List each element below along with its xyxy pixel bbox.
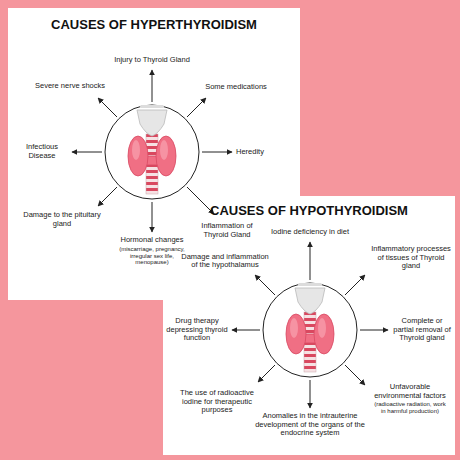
hyper-figure [72, 70, 232, 232]
arrow [152, 202, 153, 232]
arrow [345, 365, 365, 385]
arrow [310, 242, 311, 280]
cause-label: Damage to the pituitary gland [20, 211, 104, 228]
arrow [258, 365, 275, 382]
cause-label: Unfavorable environmental factors [368, 383, 452, 400]
arrow [187, 98, 206, 117]
cause-label: Heredity [236, 148, 291, 157]
arrow [360, 330, 388, 331]
cause-label: Hormonal changes [102, 236, 202, 245]
arrow [232, 330, 260, 331]
cause-label: Drug therapy depressing thyroid function [166, 317, 228, 343]
ring [105, 105, 199, 199]
cause-label: Anomalies in the intrauterine developmen… [250, 412, 370, 438]
arrows [72, 70, 232, 232]
cause-label: Inflammation of Thyroid Gland [196, 222, 258, 239]
panel-heading: CAUSES OF HYPERTHYROIDISM [8, 18, 300, 33]
cause-label: Inflammatory processes of tissues of Thy… [370, 245, 452, 271]
arrow [98, 187, 117, 206]
arrow [345, 275, 365, 295]
panel-heading: CAUSES OF HYPOTHYROIDISM [163, 204, 455, 219]
arrow [310, 380, 311, 408]
arrow [72, 152, 102, 153]
arrow [255, 275, 275, 295]
arrow [152, 70, 153, 102]
cause-label: Severe nerve shocks [22, 82, 118, 91]
arrow [187, 187, 214, 214]
thyroid-picture [128, 105, 176, 194]
cause-label: Infectious Disease [14, 143, 70, 160]
cause-label: (radioactive radiation, work in harmful … [372, 401, 448, 415]
cause-label: Complete or partial removal of Thyroid g… [391, 317, 453, 343]
arrow [202, 152, 232, 153]
panel-ground [163, 196, 455, 455]
cause-label: Iodine deficiency in diet [250, 228, 370, 237]
cause-label: The use of radioactive iodine for therap… [180, 389, 254, 415]
cause-label: Some medications [200, 83, 272, 92]
cause-label: Injury to Thyroid Gland [92, 56, 212, 65]
panel-ground [8, 8, 300, 300]
thyroid-picture [286, 283, 334, 372]
ring [263, 283, 357, 377]
cause-label: (miscarriage, pregnancy, irregular sex l… [117, 246, 187, 267]
cause-label: Damage and inflammation of the hypothala… [180, 253, 270, 270]
arrow [98, 98, 117, 117]
